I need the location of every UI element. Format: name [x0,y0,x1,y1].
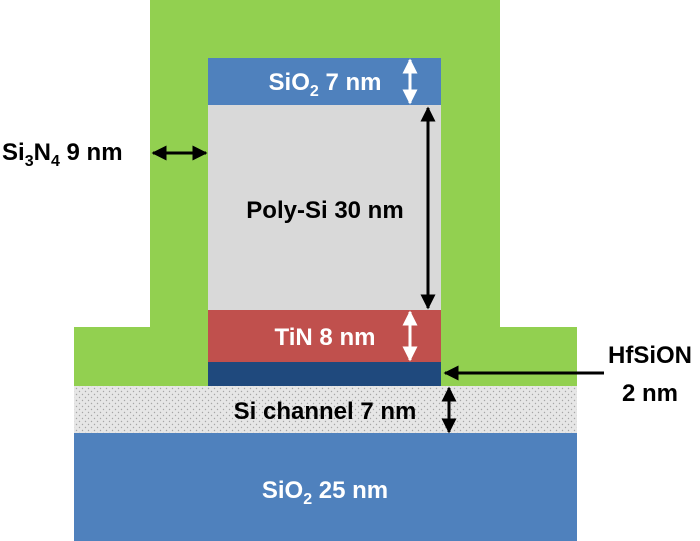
si3n4-label: Si3N4 9 nm [2,139,123,170]
poly-si-layer [208,105,441,310]
hfsion-label-line1: HfSiON [608,342,692,369]
cap-oxide-label: SiO2 7 nm [269,69,382,100]
cap-sio2-layer [208,58,441,105]
si-channel-layer [74,386,577,433]
box-oxide-label: SiO2 25 nm [262,477,388,508]
poly-si-label: Poly-Si 30 nm [246,197,403,224]
tin-layer [208,310,441,362]
tin-label: TiN 8 nm [275,324,376,351]
si-channel-label: Si channel 7 nm [234,398,417,425]
box-oxide-layer [74,433,577,541]
hfsion-label-line2: 2 nm [622,380,678,407]
hfsion-layer [208,362,441,386]
